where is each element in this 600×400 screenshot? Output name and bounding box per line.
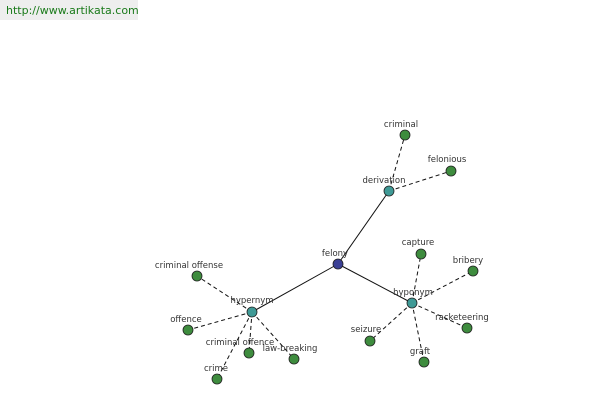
node-criminal[interactable]: [399, 129, 411, 141]
label-felony: felony: [322, 249, 348, 259]
node-criminal-offense[interactable]: [191, 270, 203, 282]
edge-hyponym-racketeering: [411, 302, 468, 329]
label-crime: crime: [204, 364, 228, 374]
node-crime[interactable]: [211, 373, 223, 385]
node-hyponym[interactable]: [406, 297, 418, 309]
node-graft[interactable]: [418, 356, 430, 368]
label-bribery: bribery: [453, 256, 483, 266]
node-bribery[interactable]: [467, 265, 479, 277]
label-hypernym: hypernym: [230, 296, 273, 306]
edge-hypernym-criminal-offense: [196, 275, 253, 313]
edge-hyponym-seizure: [369, 302, 413, 342]
label-criminal: criminal: [384, 120, 418, 130]
label-graft: graft: [410, 347, 431, 357]
edge-derivation-criminal: [388, 134, 406, 192]
node-felonious[interactable]: [445, 165, 457, 177]
edge-center-derivation: [337, 190, 390, 265]
edge-hypernym-law-breaking: [251, 311, 295, 360]
label-hyponym: hyponym: [393, 288, 433, 298]
label-criminal-offense: criminal offense: [155, 261, 223, 271]
label-seizure: seizure: [351, 325, 381, 335]
edge-hyponym-graft: [411, 302, 425, 363]
label-law-breaking: law-breaking: [263, 344, 318, 354]
url-bar: http://www.artikata.com: [0, 0, 139, 20]
edge-hypernym-crime: [216, 311, 253, 380]
label-racketeering: racketeering: [435, 313, 489, 323]
site-url-link[interactable]: http://www.artikata.com: [6, 4, 139, 17]
node-hypernym[interactable]: [246, 306, 258, 318]
edge-hyponym-bribery: [411, 270, 474, 304]
node-racketeering[interactable]: [461, 322, 473, 334]
node-felony[interactable]: [332, 258, 344, 270]
edge-derivation-felonious: [388, 170, 452, 192]
edge-hyponym-capture: [411, 253, 422, 304]
label-capture: capture: [402, 238, 435, 248]
node-criminal-offence[interactable]: [243, 347, 255, 359]
node-offence[interactable]: [182, 324, 194, 336]
edge-center-hypernym: [251, 263, 339, 313]
node-seizure[interactable]: [364, 335, 376, 347]
label-derivation: derivation: [362, 176, 405, 186]
node-derivation[interactable]: [383, 185, 395, 197]
label-felonious: felonious: [428, 155, 467, 165]
edge-center-hyponym: [337, 263, 413, 304]
label-offence: offence: [170, 315, 202, 325]
node-capture[interactable]: [415, 248, 427, 260]
node-law-breaking[interactable]: [288, 353, 300, 365]
label-criminal-offence: criminal offence: [206, 338, 274, 348]
